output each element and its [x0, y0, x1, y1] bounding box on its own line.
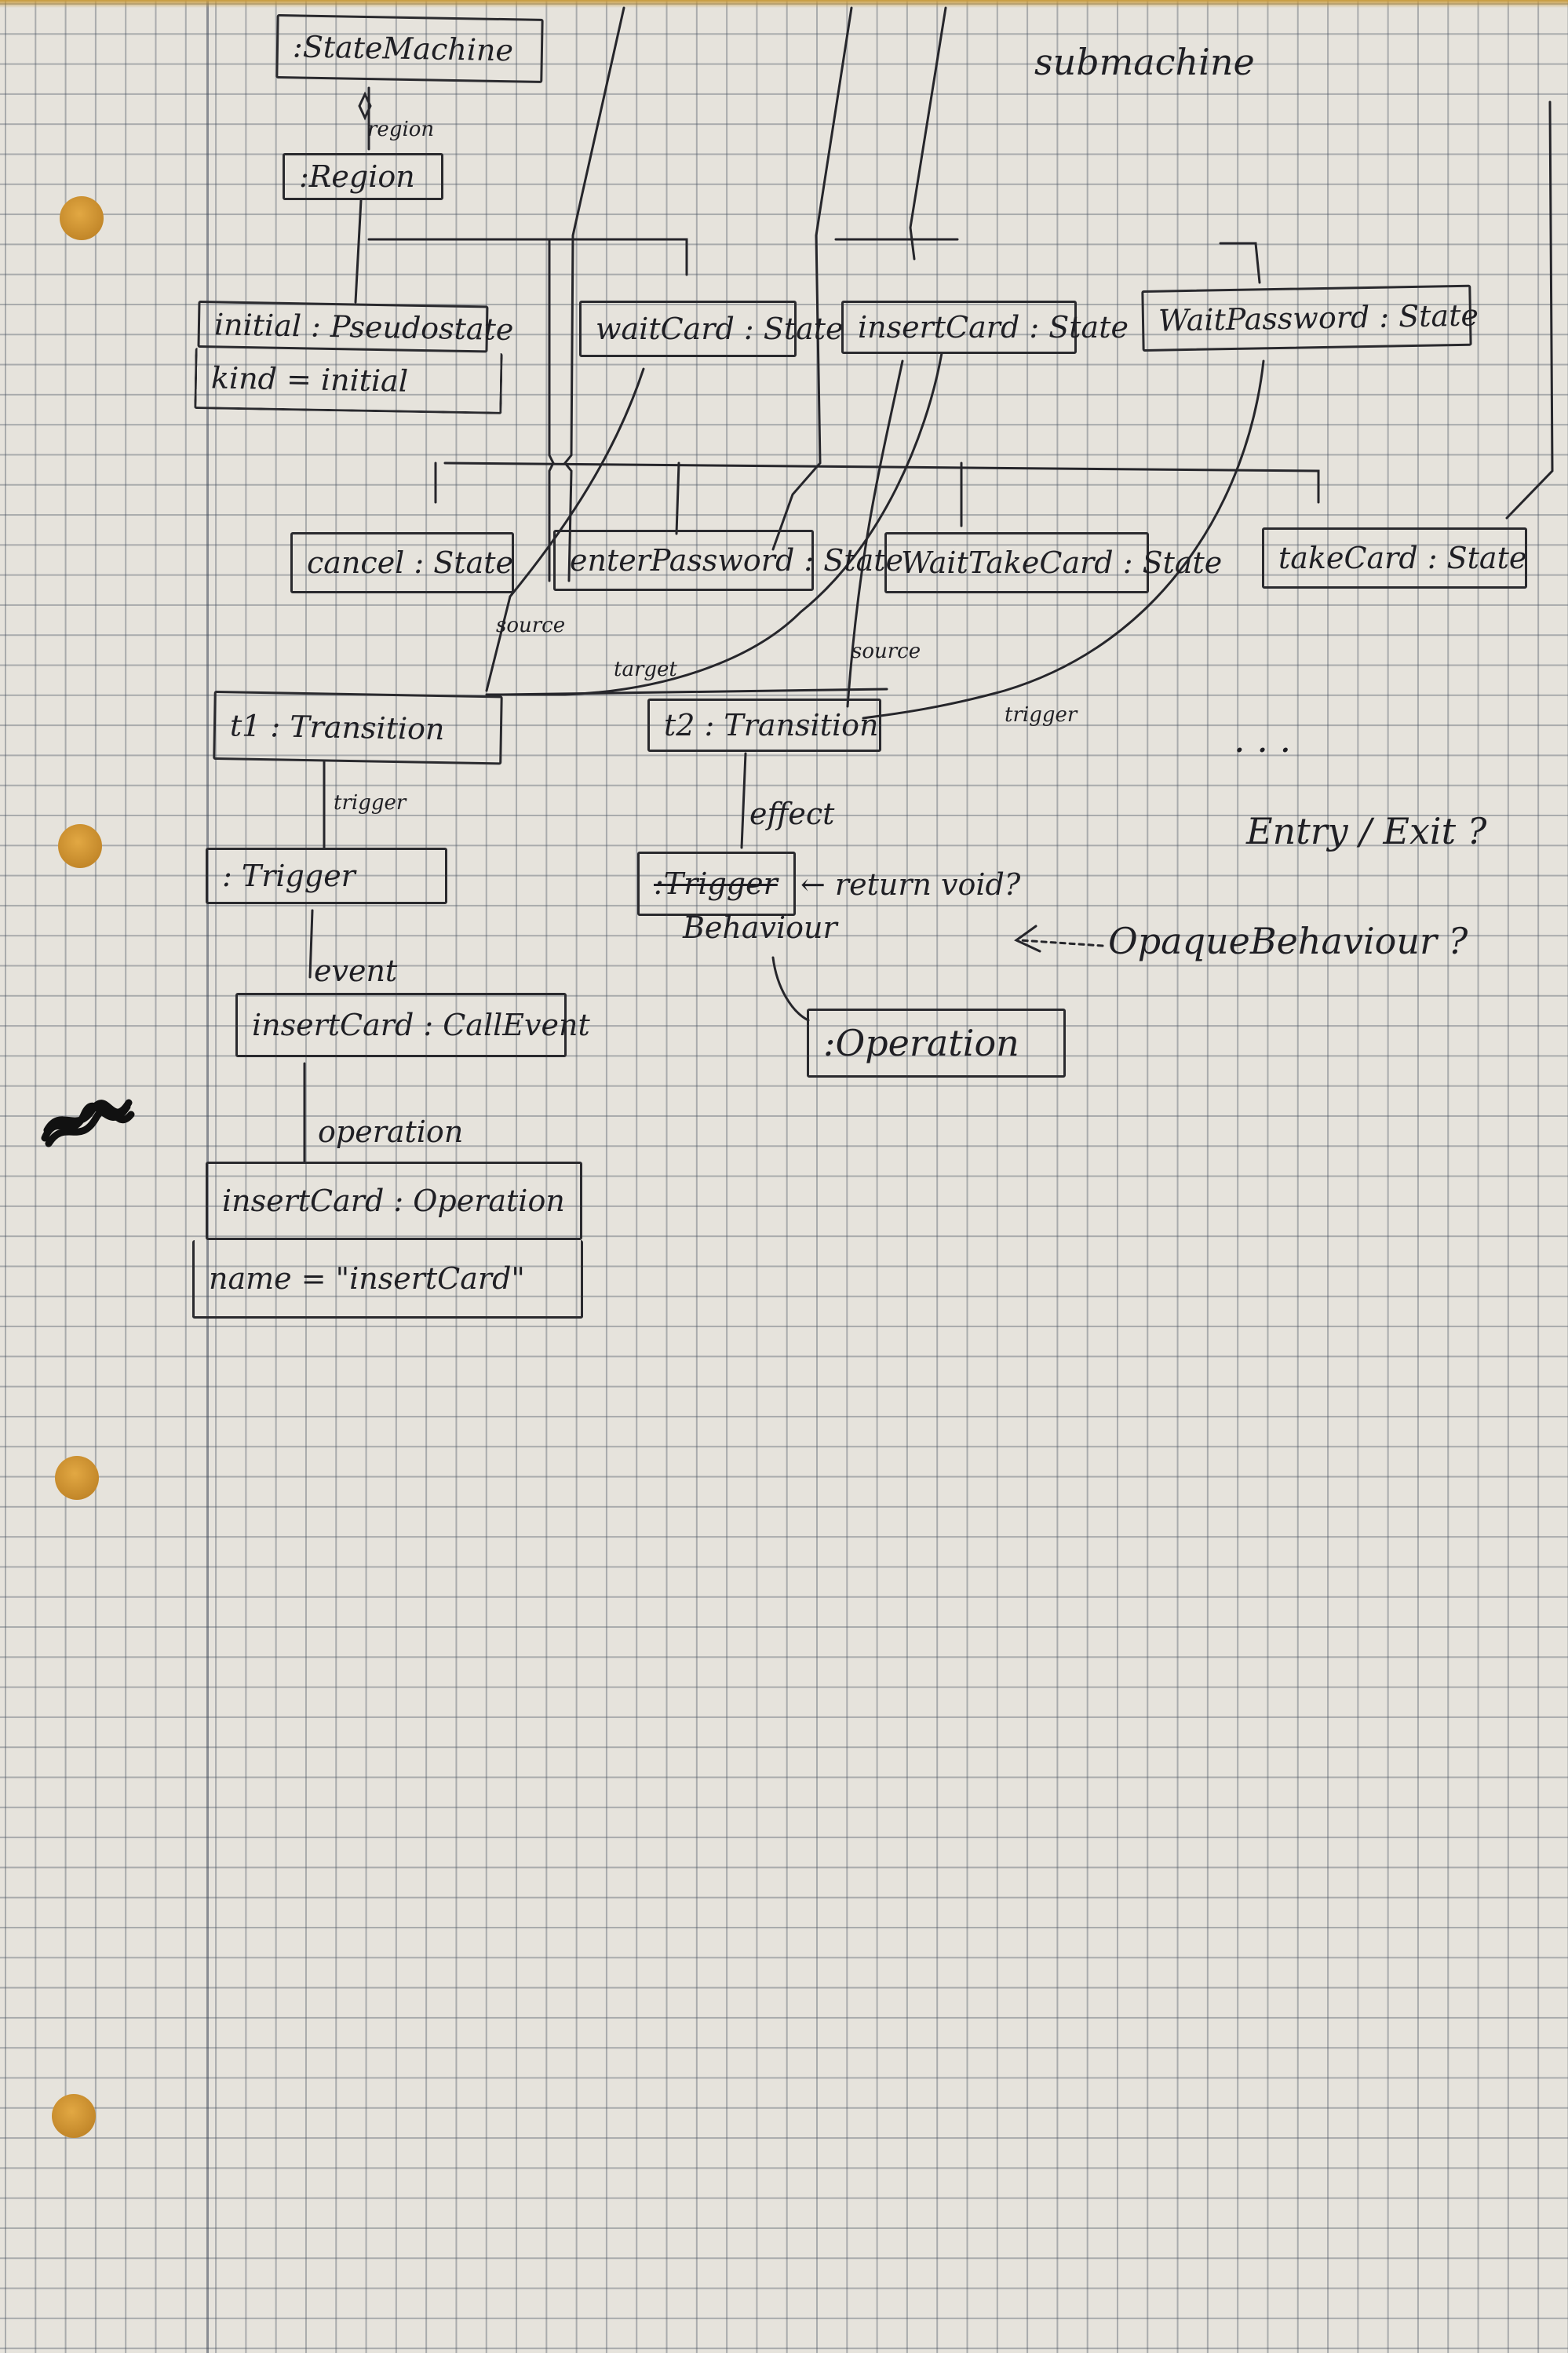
behaviour-word: Behaviour — [683, 910, 837, 945]
region-box: :Region — [283, 153, 443, 200]
plain-operation-label: :Operation — [823, 1022, 1019, 1064]
continuation-dots: . . . — [1234, 718, 1291, 761]
submachine-text: submachine — [1034, 41, 1255, 83]
operation-edge-text: operation — [318, 1114, 464, 1149]
effect-edge-label: effect — [749, 797, 834, 831]
submachine-annotation: submachine — [1034, 41, 1255, 83]
wait-take-card-state-label: WaitTakeCard : State — [901, 545, 1223, 580]
operation-name-label: name = "insertCard" — [209, 1260, 525, 1296]
cancel-state-label: cancel : State — [307, 545, 514, 580]
trigger-edge-label-t1: trigger — [334, 791, 406, 815]
operation-name-box: name = "insertCard" — [192, 1240, 583, 1319]
paper-top-edge — [0, 0, 1568, 8]
event-edge-label: event — [314, 954, 397, 988]
t2-transition-box: t2 : Transition — [647, 699, 881, 752]
source-edge-label-1: source — [496, 614, 565, 637]
insert-card-state-box: insertCard : State — [841, 301, 1129, 354]
region-edge-label: region — [367, 118, 434, 141]
source-edge-label-2: source — [851, 640, 921, 663]
behavior-struck-label: :Trigger — [654, 866, 778, 901]
cancel-state-box: cancel : State — [290, 532, 514, 593]
wait-password-state-label: WaitPassword : State — [1158, 297, 1479, 338]
trigger-edge-text-t2: trigger — [1005, 703, 1078, 727]
opaque-behaviour-text: OpaqueBehaviour ? — [1108, 920, 1468, 962]
initial-pseudostate-box: initial : Pseudostate — [197, 301, 514, 353]
punch-hole-1 — [60, 196, 104, 240]
initial-kind-label: kind = initial — [210, 359, 409, 399]
continuation-dots-text: . . . — [1234, 718, 1292, 761]
take-card-state-box: takeCard : State — [1262, 527, 1527, 589]
trigger-box: : Trigger — [206, 848, 447, 904]
source-edge-text-1: source — [496, 614, 566, 637]
punch-hole-4 — [52, 2094, 96, 2138]
wait-card-state-label: waitCard : State — [596, 312, 844, 346]
return-void-note: ← return void? — [800, 867, 1020, 902]
trigger-edge-text-t1: trigger — [334, 791, 407, 815]
initial-pseudostate-label: initial : Pseudostate — [213, 307, 514, 348]
entry-exit-text: Entry / Exit ? — [1246, 810, 1487, 852]
enter-password-state-box: enterPassword : State — [553, 530, 903, 591]
call-event-box: insertCard : CallEvent — [235, 993, 590, 1057]
trigger-label: : Trigger — [222, 859, 356, 893]
punch-hole-2 — [58, 824, 102, 868]
ink-scribble — [41, 1099, 135, 1147]
insert-card-operation-label: insertCard : Operation — [222, 1184, 565, 1218]
insert-card-operation-box: insertCard : Operation — [206, 1162, 582, 1240]
opaque-behaviour-note: OpaqueBehaviour ? — [1108, 920, 1468, 962]
behavior-box: :Trigger — [637, 852, 796, 916]
target-edge-label: target — [614, 658, 677, 681]
source-edge-text-2: source — [851, 640, 921, 663]
punch-hole-3 — [55, 1456, 99, 1500]
effect-edge-text: effect — [749, 797, 835, 831]
trigger-edge-label-t2: trigger — [1005, 703, 1077, 727]
behaviour-word-text: Behaviour — [683, 910, 837, 945]
wait-take-card-state-box: WaitTakeCard : State — [884, 532, 1222, 593]
plain-operation-box: :Operation — [807, 1009, 1066, 1078]
insert-card-state-label: insertCard : State — [858, 310, 1129, 345]
take-card-state-label: takeCard : State — [1278, 541, 1527, 575]
wait-password-state-box: WaitPassword : State — [1141, 284, 1479, 352]
state-machine-label: :StateMachine — [292, 29, 514, 68]
t1-transition-label: t1 : Transition — [229, 708, 445, 747]
wait-card-state-box: waitCard : State — [579, 301, 844, 357]
region-edge-text: region — [367, 118, 435, 141]
state-machine-box: :StateMachine — [275, 14, 544, 83]
t2-transition-label: t2 : Transition — [664, 708, 879, 742]
enter-password-state-label: enterPassword : State — [570, 543, 903, 578]
t1-transition-box: t1 : Transition — [213, 691, 503, 765]
call-event-label: insertCard : CallEvent — [252, 1008, 590, 1042]
return-void-text: ← return void? — [800, 867, 1021, 902]
target-edge-text: target — [614, 658, 677, 681]
initial-kind-box: kind = initial — [194, 348, 503, 414]
operation-edge-label: operation — [318, 1114, 463, 1149]
event-edge-text: event — [314, 954, 398, 988]
region-label: :Region — [299, 159, 415, 194]
entry-exit-note: Entry / Exit ? — [1246, 810, 1486, 852]
